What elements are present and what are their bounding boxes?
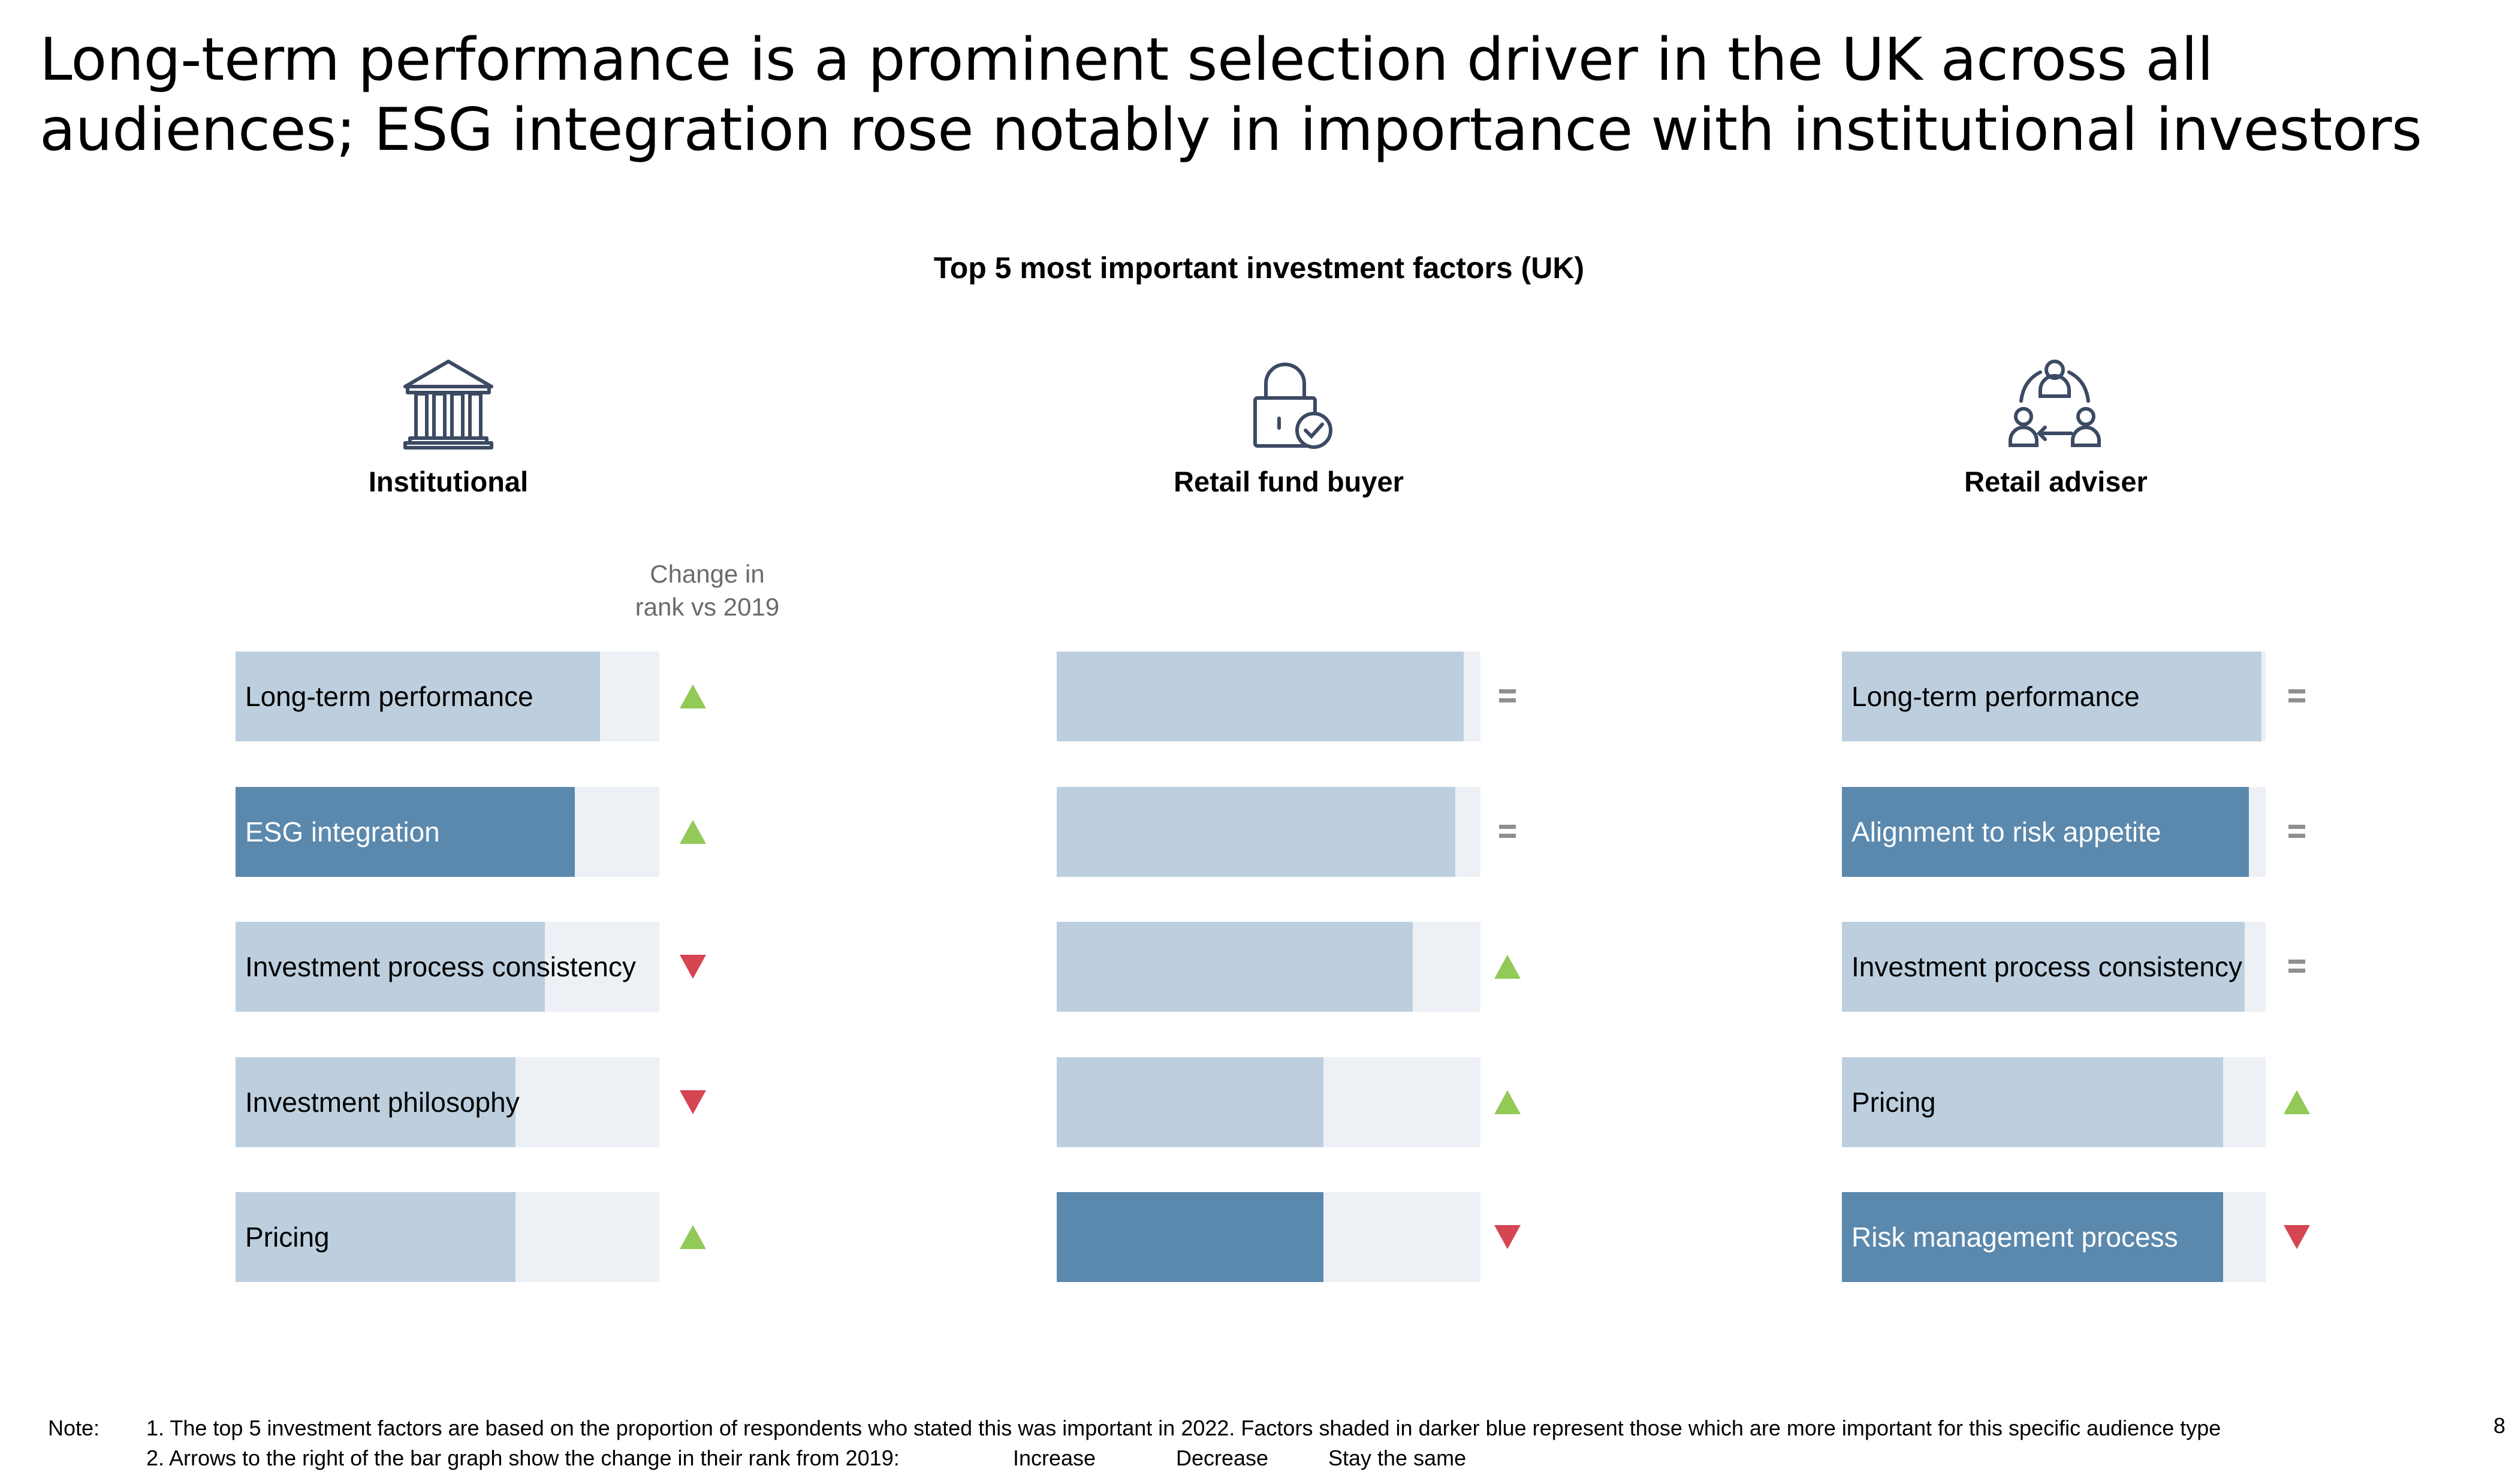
- bar: [1057, 787, 1455, 877]
- page-number: 8: [2493, 1413, 2506, 1438]
- bar-label: Investment process consistency: [245, 951, 636, 982]
- bar-track: Long-term performance: [1842, 651, 2266, 741]
- bar-track: Pricing: [236, 1192, 659, 1282]
- rank-same-icon: [1489, 678, 1525, 714]
- rank-same-icon: [2279, 949, 2315, 985]
- chart-title: Top 5 most important investment factors …: [933, 251, 1585, 285]
- bar: [1057, 922, 1413, 1012]
- bar: [236, 651, 600, 741]
- bar-label: Investment process consistency: [1851, 951, 2242, 982]
- bar: [1842, 1192, 2223, 1282]
- bar-track: Investment philosophy: [236, 1057, 659, 1147]
- bar: [236, 1057, 515, 1147]
- slide-title-line-1: Long-term performance is a prominent sel…: [40, 26, 2214, 94]
- legend-decrease: Decrease: [1176, 1446, 1269, 1470]
- institution-building-icon: [400, 357, 496, 453]
- bar: [1842, 651, 2261, 741]
- rank-increase-icon: [675, 678, 711, 714]
- rank-same-icon: [2279, 814, 2315, 850]
- slide-title-line-2: audiences; ESG integration rose notably …: [40, 96, 2422, 164]
- audience-label-retail-adviser: Retail adviser: [1964, 466, 2148, 497]
- audience-label-institutional: Institutional: [368, 466, 529, 497]
- bar: [1842, 922, 2245, 1012]
- note-line-2: 2. Arrows to the right of the bar graph …: [146, 1446, 900, 1470]
- bar-track: Investment process consistency: [236, 922, 659, 1012]
- bar-track: Pricing: [1842, 1057, 2266, 1147]
- bar: [236, 1192, 515, 1282]
- bar: [1842, 1057, 2223, 1147]
- rank-same-icon: [2279, 678, 2315, 714]
- bar: [1057, 1192, 1323, 1282]
- rank-increase-icon: [1489, 1084, 1525, 1120]
- bar-label: Pricing: [1851, 1087, 1936, 1118]
- bar-label: Alignment to risk appetite: [1851, 816, 2161, 847]
- bar: [1842, 787, 2249, 877]
- rank-decrease-icon: [1489, 1219, 1525, 1255]
- bar-track: [1057, 1192, 1480, 1282]
- bar-track: [1057, 651, 1480, 741]
- bar: [1057, 651, 1464, 741]
- bar-label: ESG integration: [245, 816, 440, 847]
- rank-increase-icon: [675, 814, 711, 850]
- legend-stay-the-same: Stay the same: [1328, 1446, 1467, 1470]
- bar-label: Investment philosophy: [245, 1087, 520, 1118]
- bar-track: Risk management process: [1842, 1192, 2266, 1282]
- bar-track: [1057, 787, 1480, 877]
- bar-track: [1057, 1057, 1480, 1147]
- change-header-line-1: Change in: [650, 560, 765, 588]
- padlock-check-icon: [1242, 361, 1338, 457]
- bar: [236, 787, 575, 877]
- rank-increase-icon: [1489, 949, 1525, 985]
- rank-decrease-icon: [675, 1084, 711, 1120]
- slide-title: Long-term performance is a prominent sel…: [40, 25, 2437, 165]
- bar-label: Long-term performance: [1851, 681, 2140, 712]
- rank-same-icon: [1489, 814, 1525, 850]
- bar: [1057, 1057, 1323, 1147]
- note-line-1: 1. The top 5 investment factors are base…: [146, 1416, 2221, 1440]
- change-header-line-2: rank vs 2019: [635, 593, 780, 621]
- adviser-cycle-icon: [2007, 357, 2103, 453]
- rank-increase-icon: [2279, 1084, 2315, 1120]
- bar-track: [1057, 922, 1480, 1012]
- rank-increase-icon: [675, 1219, 711, 1255]
- change-in-rank-header: Change in rank vs 2019: [605, 557, 809, 623]
- bar-track: ESG integration: [236, 787, 659, 877]
- audience-label-retail-fund-buyer: Retail fund buyer: [1174, 466, 1404, 497]
- bar-track: Alignment to risk appetite: [1842, 787, 2266, 877]
- rank-decrease-icon: [675, 949, 711, 985]
- rank-decrease-icon: [2279, 1219, 2315, 1255]
- legend-increase: Increase: [1013, 1446, 1096, 1470]
- bar-label: Risk management process: [1851, 1221, 2178, 1253]
- note-label: Note:: [48, 1416, 100, 1440]
- bar-label: Long-term performance: [245, 681, 533, 712]
- bar-track: Long-term performance: [236, 651, 659, 741]
- bar-track: Investment process consistency: [1842, 922, 2266, 1012]
- bar: [236, 922, 545, 1012]
- bar-label: Pricing: [245, 1221, 330, 1253]
